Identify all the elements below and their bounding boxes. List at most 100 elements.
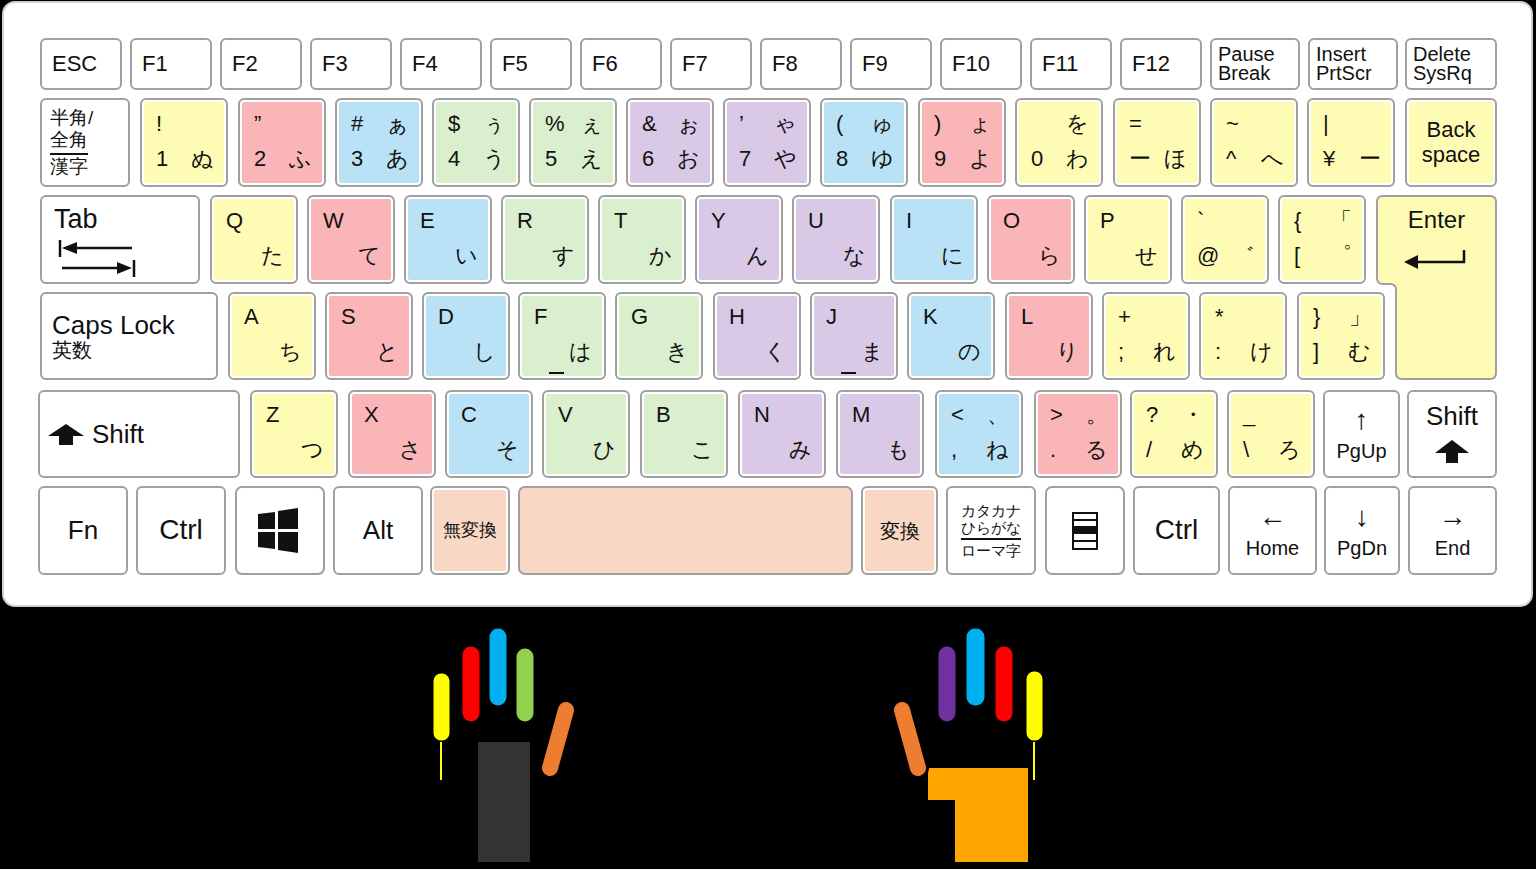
key: _\ろ bbox=[1227, 390, 1315, 478]
key: *:け bbox=[1199, 292, 1287, 380]
key: Shift bbox=[38, 390, 240, 478]
key-label: Ctrl bbox=[1155, 515, 1199, 546]
key-label: せ bbox=[1135, 244, 1158, 268]
key-label: . bbox=[1050, 438, 1056, 462]
key-label: ぁ bbox=[386, 112, 409, 136]
shift-arrow bbox=[1435, 440, 1469, 463]
key-label: / bbox=[1146, 438, 1152, 462]
space-key bbox=[519, 487, 852, 574]
key-label: F9 bbox=[862, 52, 888, 76]
key-label: F3 bbox=[322, 52, 348, 76]
key-label: れ bbox=[1153, 340, 1176, 364]
key: F2 bbox=[220, 38, 302, 90]
key: Wて bbox=[307, 195, 395, 284]
key: 半角/全角漢字 bbox=[40, 98, 130, 187]
key: を0わ bbox=[1015, 98, 1103, 187]
key-label: Tab bbox=[54, 205, 98, 235]
windows-key bbox=[236, 487, 324, 574]
key-label: る bbox=[1085, 438, 1108, 462]
key-label: ] bbox=[1313, 340, 1319, 364]
key-label: Q bbox=[226, 209, 243, 233]
key-label: < bbox=[951, 403, 964, 427]
key-label: Y bbox=[711, 209, 726, 233]
key-label: ↑ bbox=[1355, 406, 1369, 434]
key-label: Caps Lock bbox=[52, 311, 175, 340]
key: PauseBreak bbox=[1210, 38, 1300, 90]
key-label: PgUp bbox=[1336, 440, 1386, 462]
key-label: End bbox=[1435, 537, 1471, 559]
key-label: F bbox=[534, 305, 547, 329]
key-label: 全角 bbox=[50, 129, 88, 151]
key-label: ま bbox=[861, 340, 884, 364]
key: Xさ bbox=[348, 390, 436, 478]
key-label: F6 bbox=[592, 52, 618, 76]
key-label: ぇ bbox=[580, 112, 603, 136]
key: Rす bbox=[501, 195, 589, 284]
key-label: F4 bbox=[412, 52, 438, 76]
key-label: ら bbox=[1038, 244, 1061, 268]
key: Nみ bbox=[738, 390, 826, 478]
key-label: 。 bbox=[1086, 403, 1108, 427]
key-label: > bbox=[1050, 403, 1063, 427]
key-label: 半角/ bbox=[50, 107, 93, 129]
key-label: お bbox=[677, 147, 700, 171]
key: →End bbox=[1408, 486, 1497, 575]
key: F3 bbox=[310, 38, 392, 90]
key-label: け bbox=[1250, 340, 1273, 364]
key-label: ほ bbox=[1164, 147, 1187, 171]
key: 無変換 bbox=[430, 486, 510, 575]
key: Fは bbox=[518, 292, 606, 380]
key-label: ローマ字 bbox=[961, 538, 1021, 559]
key: Mも bbox=[836, 390, 924, 478]
left-hand bbox=[432, 627, 566, 862]
key: F11 bbox=[1030, 38, 1112, 90]
key-label: と bbox=[376, 340, 399, 364]
key: Oら bbox=[987, 195, 1075, 284]
key-label: Enter bbox=[1408, 207, 1465, 233]
key-label: Shift bbox=[92, 420, 144, 449]
key-label: Ctrl bbox=[159, 515, 203, 546]
key: Alt bbox=[333, 486, 423, 575]
key: Cそ bbox=[445, 390, 533, 478]
home-position-mark bbox=[549, 372, 564, 374]
key-label: ` bbox=[1197, 209, 1204, 233]
key-label: て bbox=[358, 244, 381, 268]
key: F6 bbox=[580, 38, 662, 90]
key: F8 bbox=[760, 38, 842, 90]
key-label: { bbox=[1294, 209, 1301, 233]
key-label: D bbox=[438, 305, 454, 329]
key-label: ゆ bbox=[871, 147, 894, 171]
key-label: * bbox=[1215, 305, 1224, 329]
key-label: へ bbox=[1261, 147, 1284, 171]
key-label: Z bbox=[266, 403, 279, 427]
key-label: Delete bbox=[1413, 45, 1471, 64]
key-label: 無変換 bbox=[443, 521, 497, 541]
key-label: 変換 bbox=[880, 520, 920, 542]
key: !1ぬ bbox=[140, 98, 228, 187]
key: Kの bbox=[907, 292, 995, 380]
key: Sと bbox=[325, 292, 413, 380]
key: Uな bbox=[792, 195, 880, 284]
key: F7 bbox=[670, 38, 752, 90]
key: ?・/め bbox=[1130, 390, 1218, 478]
key-label: そ bbox=[496, 438, 519, 462]
key-label: ← bbox=[1259, 503, 1287, 531]
key: Iに bbox=[890, 195, 978, 284]
key: $ぅ4う bbox=[432, 98, 520, 187]
key: =ーほ bbox=[1113, 98, 1201, 187]
key-label: ! bbox=[156, 112, 162, 136]
key: Jま bbox=[810, 292, 898, 380]
key-label: ん bbox=[746, 244, 769, 268]
key-label: W bbox=[323, 209, 344, 233]
key-label: U bbox=[808, 209, 824, 233]
key: Aち bbox=[228, 292, 316, 380]
key-label: い bbox=[455, 244, 478, 268]
key-label: ゛ bbox=[1232, 244, 1255, 268]
key-label: R bbox=[517, 209, 533, 233]
key-label: + bbox=[1118, 305, 1131, 329]
key-label: Home bbox=[1246, 537, 1299, 559]
key-label: ^ bbox=[1226, 147, 1236, 171]
key: `@゛ bbox=[1181, 195, 1269, 284]
key-label: F10 bbox=[952, 52, 990, 76]
key: &ぉ6お bbox=[626, 98, 714, 187]
